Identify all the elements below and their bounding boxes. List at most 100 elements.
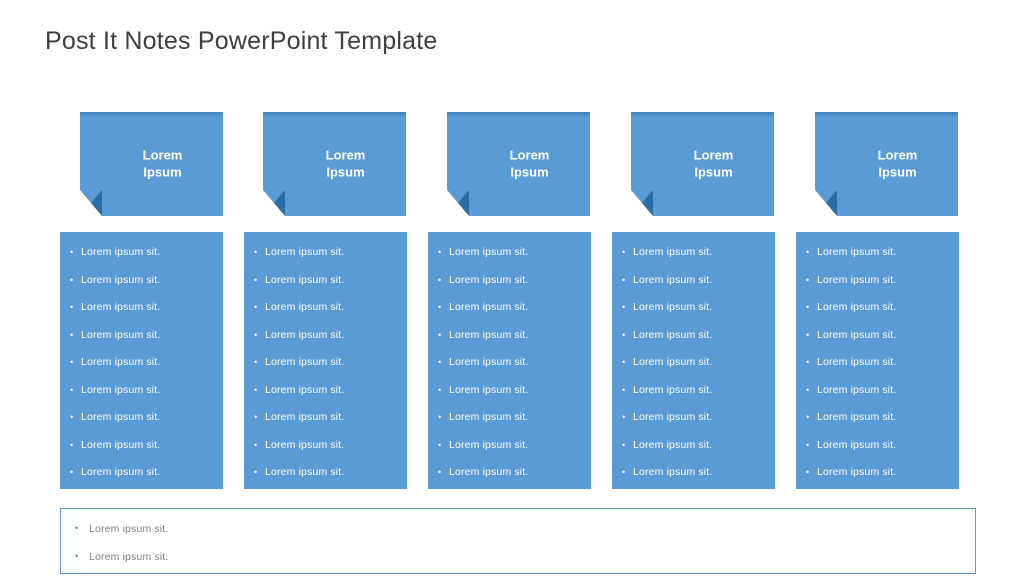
bullet-dot-icon: • (622, 302, 626, 312)
list-item: • Lorem ipsum sit. (70, 407, 215, 435)
list-item-text: Lorem ipsum sit. (633, 411, 713, 423)
post-it-note-label: Lorem Ipsum (325, 147, 366, 180)
list-item: • Lorem ipsum sit. (622, 352, 767, 380)
bullet-panel-3[interactable]: •Lorem ipsum sit.•Lorem ipsum sit.•Lorem… (428, 232, 591, 489)
list-item-text: Lorem ipsum sit. (449, 411, 529, 423)
list-item: •Lorem ipsum sit. (806, 407, 951, 435)
bullet-dot-icon: • (806, 439, 810, 450)
list-item-text: Lorem ipsum sit. (81, 466, 161, 478)
list-item-text: Lorem ipsum sit. (817, 466, 897, 478)
post-it-note-2[interactable]: Lorem Ipsum (263, 112, 406, 216)
bullet-dot-icon: • (70, 384, 74, 395)
note-top-strip (263, 112, 406, 117)
list-item-text: Lorem ipsum sit. (817, 411, 897, 423)
list-item-text: Lorem ipsum sit. (449, 438, 529, 451)
bullet-dot-icon: • (254, 302, 258, 312)
bullet-dot-icon: • (806, 274, 810, 285)
list-item-text: Lorem ipsum sit. (81, 411, 161, 423)
list-item: •Lorem ipsum sit. (622, 462, 767, 490)
post-it-note-5[interactable]: Lorem Ipsum (815, 112, 958, 216)
list-item-text: Lorem ipsum sit. (817, 438, 897, 451)
list-item-text: Lorem ipsum sit. (449, 246, 529, 258)
bullet-panel-2[interactable]: •Lorem ipsum sit.•Lorem ipsum sit.•Lorem… (244, 232, 407, 489)
bullet-panel-1[interactable]: • Lorem ipsum sit. • Lorem ipsum sit. • Lorem… (60, 232, 223, 489)
list-item: •Lorem ipsum sit. (254, 352, 399, 380)
bullet-dot-icon: • (806, 357, 810, 367)
list-item-text: Lorem ipsum sit. (633, 301, 713, 313)
list-item-text: Lorem ipsum sit. (81, 356, 161, 368)
list-item-text: Lorem ipsum sit. (265, 383, 345, 396)
list-item-text: Lorem ipsum sit. (81, 273, 161, 286)
folded-corner-icon (815, 190, 837, 216)
list-item: •Lorem ipsum sit. (254, 325, 399, 353)
list-item-text: Lorem ipsum sit. (81, 301, 161, 313)
list-item-text: Lorem ipsum sit. (449, 356, 529, 368)
list-item-text: Lorem ipsum sit. (81, 328, 161, 341)
list-item: •Lorem ipsum sit. (254, 462, 399, 490)
bullet-dot-icon: • (438, 274, 442, 285)
bullet-dot-icon: • (70, 467, 74, 477)
bullet-dot-icon: • (70, 329, 74, 340)
bullet-panel-4[interactable]: • Lorem ipsum sit. • Lorem ipsum sit. • Lorem… (612, 232, 775, 489)
folded-corner-icon (263, 190, 285, 216)
bullet-panel-5[interactable]: • Lorem ipsum sit. • Lorem ipsum sit. • Lorem… (796, 232, 959, 489)
list-item-text: Lorem ipsum sit. (265, 328, 345, 341)
bullet-dot-icon: • (438, 302, 442, 312)
post-it-note-3[interactable]: Lorem Ipsum (447, 112, 590, 216)
list-item-text: Lorem ipsum sit. (265, 466, 345, 478)
bullet-dot-icon: • (806, 384, 810, 395)
bullet-dot-icon: • (622, 439, 626, 450)
list-item: •Lorem ipsum sit. (438, 435, 583, 463)
list-item-text: Lorem ipsum sit. (633, 356, 713, 368)
post-it-note-1[interactable]: Lorem Ipsum (80, 112, 223, 216)
bullet-panels-row: • Lorem ipsum sit. • Lorem ipsum sit. • Lorem… (60, 232, 976, 489)
bullet-dot-icon: • (806, 467, 810, 477)
bullet-dot-icon: • (254, 357, 258, 367)
list-item: • Lorem ipsum sit. (70, 380, 215, 408)
list-item: •Lorem ipsum sit. (254, 270, 399, 298)
bullet-dot-icon: • (254, 412, 258, 422)
footer-list-item: •Lorem ipsum sit. (75, 547, 975, 575)
bullet-dot-icon: • (622, 274, 626, 285)
list-item: •Lorem ipsum sit. (806, 297, 951, 325)
list-item: • Lorem ipsum sit. (622, 407, 767, 435)
list-item-text: Lorem ipsum sit. (449, 466, 529, 478)
bullet-dot-icon: • (622, 412, 626, 422)
list-item: • Lorem ipsum sit. (622, 297, 767, 325)
list-item: •Lorem ipsum sit. (438, 407, 583, 435)
list-item-text: Lorem ipsum sit. (633, 466, 713, 478)
list-item: •Lorem ipsum sit. (806, 380, 951, 408)
bullet-dot-icon: • (70, 357, 74, 367)
bullet-dot-icon: • (254, 384, 258, 395)
list-item: •Lorem ipsum sit. (622, 325, 767, 353)
list-item-text: Lorem ipsum sit. (449, 273, 529, 286)
list-item-text: Lorem ipsum sit. (449, 383, 529, 396)
bullet-dot-icon: • (70, 412, 74, 422)
list-item-text: Lorem ipsum sit. (817, 246, 897, 258)
bullet-dot-icon: • (622, 357, 626, 367)
list-item: • Lorem ipsum sit. (70, 325, 215, 353)
list-item: • Lorem ipsum sit. (806, 435, 951, 463)
post-it-notes-row: Lorem Ipsum Lorem Ipsum Lorem Ipsum Lorem I… (80, 112, 976, 216)
folded-corner-icon (631, 190, 653, 216)
bullet-dot-icon: • (438, 384, 442, 395)
bullet-dot-icon: • (438, 357, 442, 367)
bullet-dot-icon: • (254, 247, 258, 257)
bullet-dot-icon: • (70, 302, 74, 312)
footer-list-item-text: Lorem ipsum sit. (89, 523, 169, 535)
list-item-text: Lorem ipsum sit. (265, 438, 345, 451)
note-top-strip (631, 112, 774, 117)
note-top-strip (815, 112, 958, 117)
footer-notes-box[interactable]: •Lorem ipsum sit.•Lorem ipsum sit. (60, 508, 976, 574)
post-it-note-4[interactable]: Lorem Ipsum (631, 112, 774, 216)
list-item: •Lorem ipsum sit. (70, 242, 215, 270)
bullet-dot-icon: • (254, 439, 258, 450)
page-title: Post It Notes PowerPoint Template (45, 27, 438, 55)
list-item-text: Lorem ipsum sit. (81, 246, 161, 258)
list-item: •Lorem ipsum sit. (622, 380, 767, 408)
bullet-dot-icon: • (806, 302, 810, 312)
list-item: •Lorem ipsum sit. (438, 462, 583, 490)
bullet-dot-icon: • (806, 329, 810, 340)
bullet-dot-icon: • (806, 247, 810, 257)
list-item-text: Lorem ipsum sit. (81, 383, 161, 396)
